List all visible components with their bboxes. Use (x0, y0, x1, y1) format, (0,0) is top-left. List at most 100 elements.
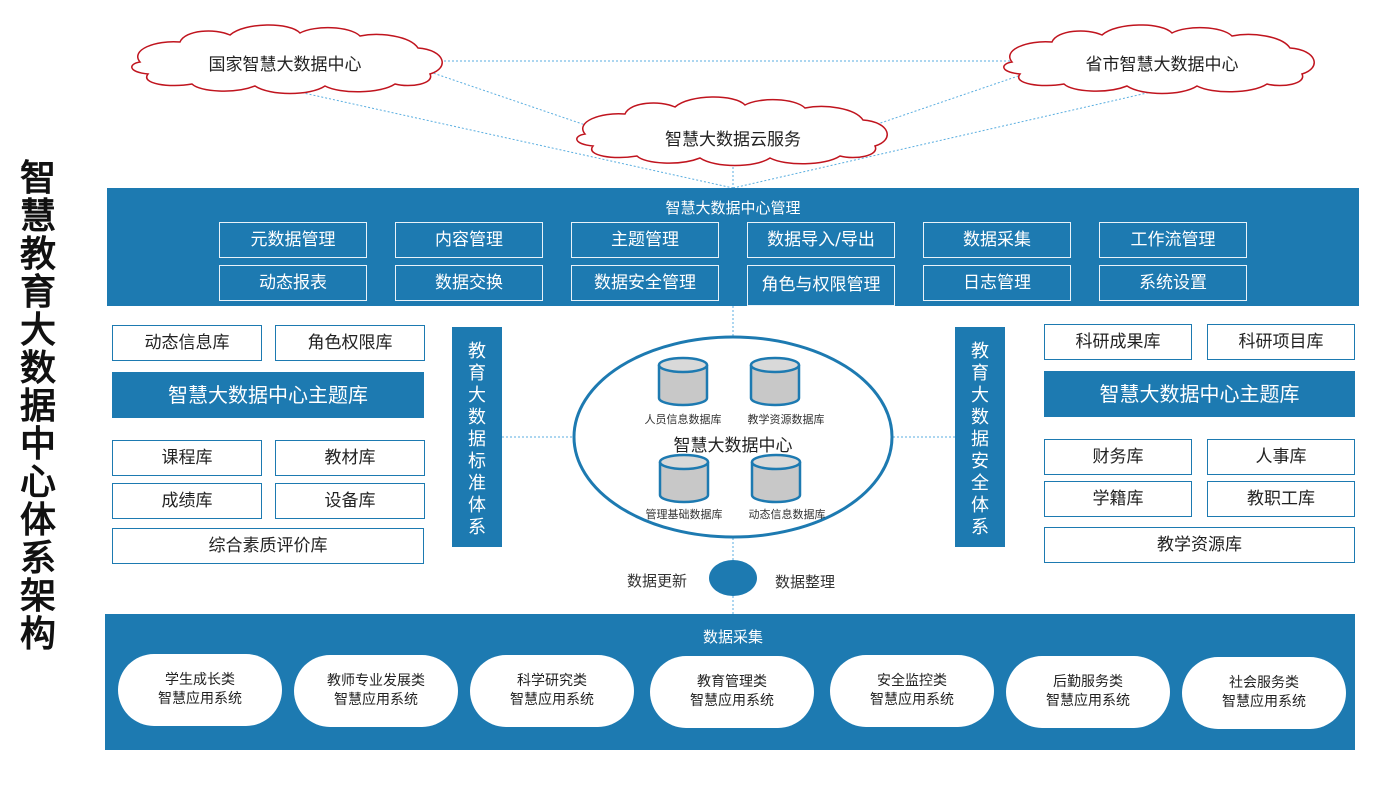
management-title: 智慧大数据中心管理 (665, 199, 801, 217)
database-icon-dynamic (750, 453, 802, 504)
db-label-management: 管理基础数据库 (645, 508, 723, 521)
system-social-service[interactable]: 社会服务类 智慧应用系统 (1182, 657, 1346, 729)
mgmt-collection-button[interactable]: 数据采集 (923, 222, 1071, 258)
database-icon-teaching (749, 356, 801, 407)
standard-char: 体 (468, 495, 486, 516)
mgmt-topic-button[interactable]: 主题管理 (571, 222, 719, 258)
system-teacher-development[interactable]: 教师专业发展类 智慧应用系统 (294, 655, 458, 727)
left-grades-db[interactable]: 成绩库 (112, 483, 262, 519)
system-line1: 社会服务类 (1229, 675, 1299, 691)
mgmt-log-button[interactable]: 日志管理 (923, 265, 1071, 301)
data-center-ellipse (572, 335, 894, 539)
title-char: 构 (19, 614, 56, 655)
title-char: 数 (19, 348, 56, 389)
standard-char: 系 (468, 517, 486, 538)
data-center-title: 智慧大数据中心 (673, 436, 793, 456)
left-quality-eval-db[interactable]: 综合素质评价库 (112, 528, 424, 564)
collection-title: 数据采集 (702, 628, 763, 646)
system-line2: 智慧应用系统 (1222, 694, 1306, 710)
title-char: 教 (19, 234, 56, 275)
security-char: 育 (971, 363, 989, 384)
database-cylinders (657, 356, 802, 504)
mgmt-import-export-button[interactable]: 数据导入/导出 (747, 222, 895, 258)
mgmt-data-security-button[interactable]: 数据安全管理 (571, 265, 719, 301)
security-char: 全 (971, 473, 989, 494)
cloud-shape-national (131, 24, 443, 95)
left-textbook-db[interactable]: 教材库 (275, 440, 425, 476)
security-char: 体 (971, 495, 989, 516)
left-dynamic-info-db[interactable]: 动态信息库 (112, 325, 262, 361)
title-char: 据 (19, 386, 56, 427)
system-student-growth[interactable]: 学生成长类 智慧应用系统 (118, 654, 282, 726)
right-research-results-db[interactable]: 科研成果库 (1044, 324, 1192, 360)
security-char: 大 (971, 385, 989, 406)
system-line2: 智慧应用系统 (334, 692, 418, 708)
connector-provincial-cloud (859, 71, 1031, 131)
security-char: 安 (971, 451, 989, 472)
mgmt-workflow-button[interactable]: 工作流管理 (1099, 222, 1247, 258)
mgmt-metadata-button[interactable]: 元数据管理 (219, 222, 367, 258)
security-char: 据 (971, 429, 989, 450)
right-hr-db[interactable]: 人事库 (1207, 439, 1355, 475)
left-equipment-db[interactable]: 设备库 (275, 483, 425, 519)
standard-char: 育 (468, 363, 486, 384)
system-line2: 智慧应用系统 (870, 692, 954, 708)
db-label-teaching: 教学资源数据库 (747, 413, 825, 426)
system-scientific-research[interactable]: 科学研究类 智慧应用系统 (470, 655, 634, 727)
system-line2: 智慧应用系统 (690, 693, 774, 709)
right-research-projects-db[interactable]: 科研项目库 (1207, 324, 1355, 360)
title-char: 中 (19, 424, 56, 465)
flow-organize-label: 数据整理 (775, 573, 836, 591)
flow-node (709, 560, 757, 596)
cloud-shape-provincial (1003, 24, 1315, 95)
title-char: 育 (19, 272, 56, 313)
security-system-bar: 教 育 大 数 据 安 全 体 系 (955, 327, 1005, 547)
database-icon-personnel (657, 356, 709, 407)
right-teaching-resources-db[interactable]: 教学资源库 (1044, 527, 1355, 563)
title-char: 心 (19, 462, 56, 503)
cloud-shape-service (576, 96, 888, 167)
system-line2: 智慧应用系统 (158, 691, 242, 707)
mgmt-dynamic-report-button[interactable]: 动态报表 (219, 265, 367, 301)
left-role-permission-db[interactable]: 角色权限库 (275, 325, 425, 361)
standard-char: 数 (468, 407, 486, 428)
left-course-db[interactable]: 课程库 (112, 440, 262, 476)
mgmt-data-exchange-button[interactable]: 数据交换 (395, 265, 543, 301)
system-security-monitoring[interactable]: 安全监控类 智慧应用系统 (830, 655, 994, 727)
security-char: 教 (971, 341, 989, 362)
mgmt-system-settings-button[interactable]: 系统设置 (1099, 265, 1247, 301)
standard-char: 教 (468, 341, 486, 362)
system-line1: 教师专业发展类 (327, 673, 425, 689)
standard-char: 大 (468, 385, 486, 406)
title-char: 系 (19, 538, 56, 579)
system-logistics-service[interactable]: 后勤服务类 智慧应用系统 (1006, 656, 1170, 728)
right-theme-db[interactable]: 智慧大数据中心主题库 (1044, 371, 1355, 417)
title-char: 体 (19, 500, 56, 541)
system-line2: 智慧应用系统 (510, 692, 594, 708)
connector-provincial-center (732, 89, 1161, 189)
system-line2: 智慧应用系统 (1046, 693, 1130, 709)
vertical-page-title: 智 慧 教 育 大 数 据 中 心 体 系 架 构 (14, 160, 62, 654)
left-theme-db[interactable]: 智慧大数据中心主题库 (112, 372, 424, 418)
system-education-management[interactable]: 教育管理类 智慧应用系统 (650, 656, 814, 728)
title-char: 架 (19, 576, 56, 617)
standard-system-bar: 教 育 大 数 据 标 准 体 系 (452, 327, 502, 547)
right-staff-db[interactable]: 教职工库 (1207, 481, 1355, 517)
mgmt-role-permission-button[interactable]: 角色与权限管理 (747, 265, 895, 306)
title-char: 大 (19, 310, 56, 351)
connector-national-cloud (429, 71, 601, 131)
right-finance-db[interactable]: 财务库 (1044, 439, 1192, 475)
standard-char: 标 (468, 451, 486, 472)
db-label-dynamic: 动态信息数据库 (748, 508, 826, 521)
title-char: 慧 (19, 196, 56, 237)
right-student-status-db[interactable]: 学籍库 (1044, 481, 1192, 517)
system-line1: 后勤服务类 (1053, 674, 1123, 690)
mgmt-content-button[interactable]: 内容管理 (395, 222, 543, 258)
system-line1: 安全监控类 (877, 673, 947, 689)
standard-char: 准 (468, 473, 486, 494)
system-line1: 学生成长类 (165, 672, 235, 688)
system-line1: 教育管理类 (697, 674, 767, 690)
cloud-national-label: 国家智慧大数据中心 (208, 55, 362, 75)
system-line1: 科学研究类 (517, 673, 587, 689)
